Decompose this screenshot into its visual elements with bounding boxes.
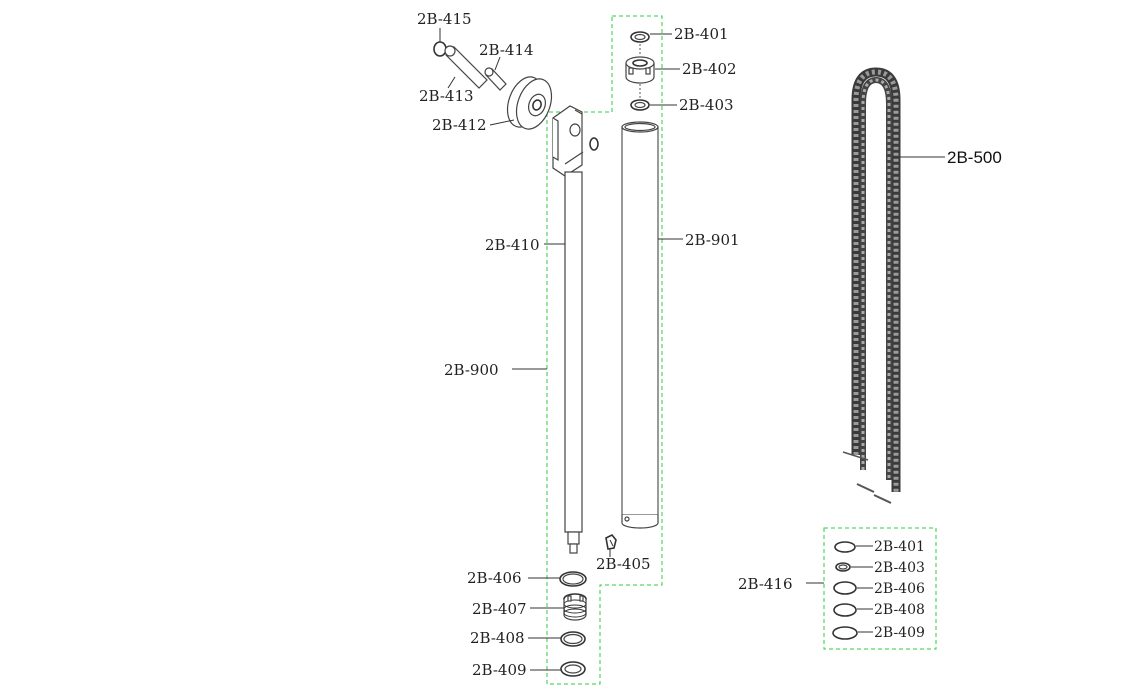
clevis-bracket [552,105,599,177]
svg-text:2B-406: 2B-406 [874,581,925,597]
part-2b-415 [433,41,447,57]
label-2b-413: 2B-413 [419,87,474,105]
part-2b-413 [444,45,488,89]
part-2b-408 [560,631,586,647]
label-2b-402: 2B-402 [682,60,737,78]
part-2b-500-chain [842,67,901,504]
svg-text:2B-409: 2B-409 [874,625,925,641]
label-2b-403: 2B-403 [679,96,734,114]
kit-item-2b-409: 2B-409 [832,625,925,641]
label-2b-415: 2B-415 [417,10,472,28]
part-2b-405 [605,533,617,550]
part-2b-410-rod [564,171,583,554]
part-2b-401 [630,31,650,43]
label-2b-900: 2B-900 [444,361,499,379]
part-2b-901-tube [621,121,659,529]
label-2b-500: 2B-500 [947,148,1002,167]
label-2b-409: 2B-409 [472,661,527,679]
kit-item-2b-403: 2B-403 [835,560,925,576]
part-2b-403 [630,99,650,111]
part-2b-402 [625,56,655,84]
part-2b-406 [559,571,587,587]
svg-text:2B-408: 2B-408 [874,602,925,618]
part-2b-414 [484,67,507,91]
label-2b-414: 2B-414 [479,41,534,59]
label-2b-412: 2B-412 [432,116,487,134]
label-2b-406: 2B-406 [467,569,522,587]
part-2b-409 [560,661,586,677]
seal-kit-2b-416-outline [823,527,937,650]
label-2b-410: 2B-410 [485,236,540,254]
part-2b-412-pulley [506,76,553,130]
label-2b-405: 2B-405 [596,555,651,573]
label-2b-401: 2B-401 [674,25,729,43]
svg-text:2B-401: 2B-401 [874,539,925,555]
kit-item-2b-406: 2B-406 [833,581,925,597]
label-2b-407: 2B-407 [472,600,527,618]
assembly-2b-900-outline [546,15,663,685]
label-2b-901: 2B-901 [685,231,740,249]
label-2b-416: 2B-416 [738,575,793,593]
kit-item-2b-408: 2B-408 [833,602,925,618]
part-2b-407 [563,593,587,621]
kit-item-2b-401: 2B-401 [834,539,925,555]
svg-text:2B-403: 2B-403 [874,560,925,576]
label-2b-408: 2B-408 [470,629,525,647]
